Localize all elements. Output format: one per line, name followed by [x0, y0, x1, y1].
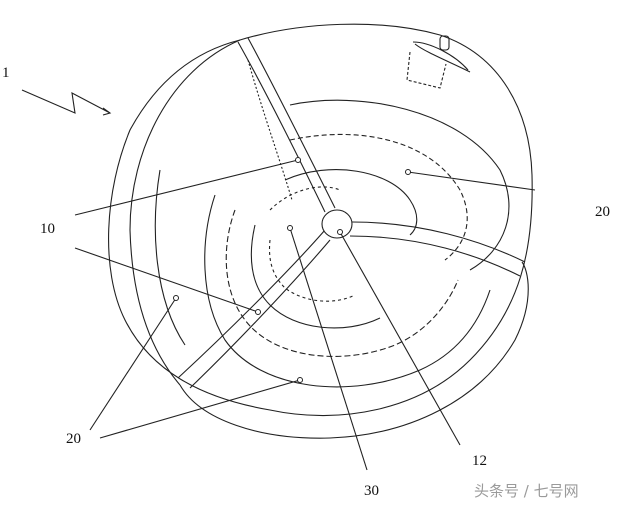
seam-strip-lower — [177, 229, 326, 379]
label-ref-30: 30 — [364, 483, 379, 499]
label-ref-1: 1 — [2, 65, 10, 81]
outer-shell — [108, 23, 533, 417]
label-ref-20-right: 20 — [595, 204, 610, 220]
central-hub — [321, 209, 353, 239]
seam-strip-right — [351, 221, 526, 263]
label-ref-20-left: 20 — [66, 431, 81, 447]
label-ref-10: 10 — [40, 221, 55, 237]
watermark: 头条号 / 七号网 — [474, 482, 579, 500]
label-ref-12: 12 — [472, 453, 487, 469]
seam-strip-upper — [237, 41, 326, 213]
